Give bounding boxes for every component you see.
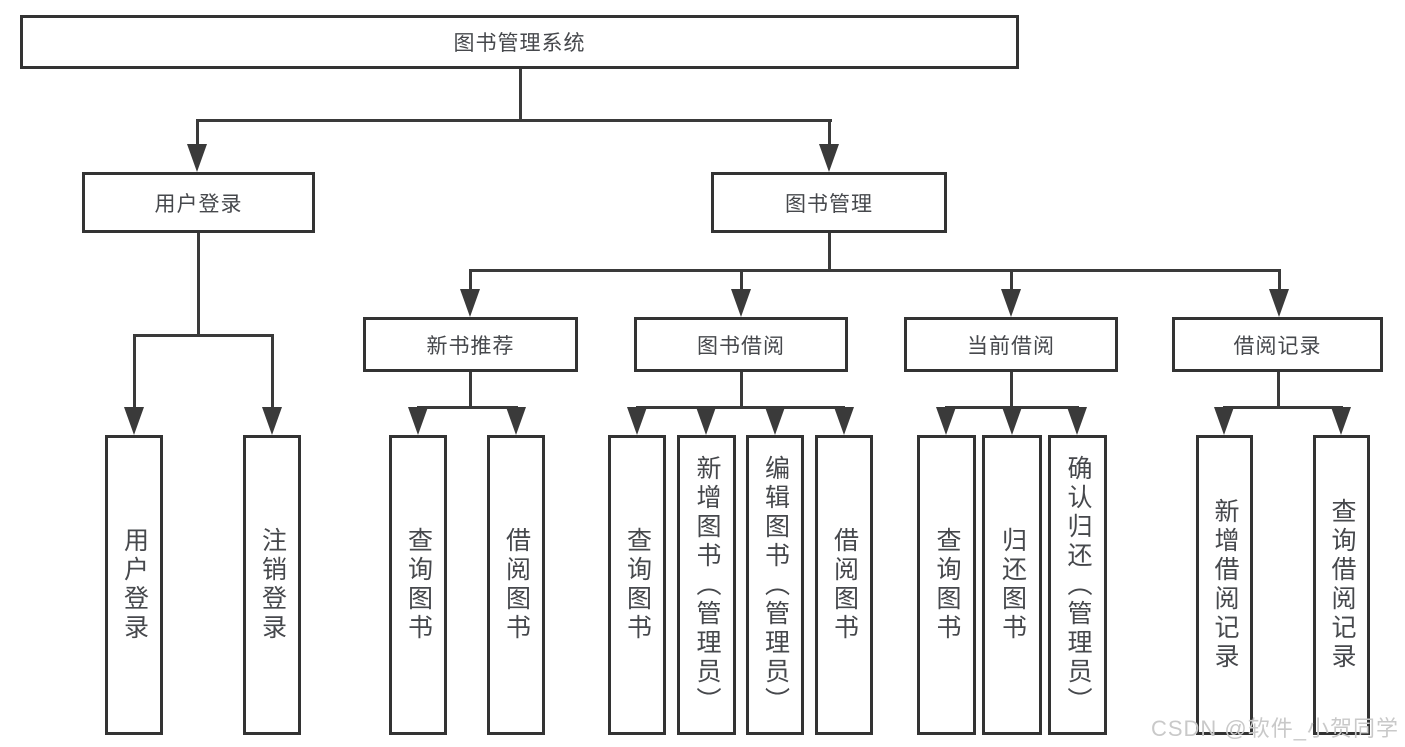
leaf-borrow-edit-book: 编辑图书（管理员） [746,435,804,735]
connector-branch-user-login [196,119,199,147]
connector-branch-new-book-rec [469,269,472,291]
connector-book-borrow-stem [740,372,743,408]
connector-root-bar [196,119,832,122]
connector-book-mgmt-stem [828,233,831,271]
leaf-current-query-book-label: 查询图书 [933,527,961,643]
leaf-borrow-borrow-book-label: 借阅图书 [830,527,859,643]
node-current-borrow: 当前借阅 [904,317,1118,372]
connector-branch-logout-leaf [271,334,274,409]
arrow-down-icon [262,407,282,435]
connector-book-borrow-bar [636,406,845,409]
leaf-borrow-borrow-book: 借阅图书 [815,435,873,735]
arrow-down-icon [1214,407,1234,435]
leaf-logout: 注销登录 [243,435,301,735]
node-new-book-rec-label: 新书推荐 [426,334,515,358]
connector-new-book-rec-stem [469,372,472,408]
connector-root-stem [519,68,522,121]
leaf-borrow-add-book: 新增图书（管理员） [677,435,736,735]
leaf-rec-query-book-label: 查询图书 [404,527,433,643]
node-book-borrow: 图书借阅 [634,317,848,372]
connector-user-login-bar [133,334,274,337]
arrow-down-icon [408,407,428,435]
leaf-borrow-query-book: 查询图书 [608,435,666,735]
node-borrow-record: 借阅记录 [1172,317,1383,372]
leaf-rec-borrow-book: 借阅图书 [487,435,545,735]
node-book-mgmt: 图书管理 [711,172,947,233]
connector-current-borrow-stem [1010,372,1013,408]
arrow-down-icon [506,407,526,435]
arrow-down-icon [696,407,716,435]
leaf-current-confirm-return: 确认归还（管理员） [1048,435,1107,735]
arrow-down-icon [834,407,854,435]
arrow-down-icon [765,407,785,435]
arrow-down-icon [1067,407,1087,435]
leaf-user-login-label: 用户登录 [120,527,149,643]
connector-branch-book-mgmt [828,119,831,147]
connector-branch-borrow-record [1278,269,1281,291]
arrow-down-icon [1002,407,1022,435]
arrow-down-icon [731,289,751,317]
arrow-down-icon [627,407,647,435]
leaf-user-login: 用户登录 [105,435,163,735]
node-new-book-rec: 新书推荐 [363,317,578,372]
node-root-label: 图书管理系统 [453,32,586,55]
arrow-down-icon [819,144,839,172]
node-current-borrow-label: 当前借阅 [967,334,1055,358]
arrow-down-icon [1001,289,1021,317]
connector-branch-book-borrow [740,269,743,291]
arrow-down-icon [936,407,956,435]
node-borrow-record-label: 借阅记录 [1233,334,1322,358]
connector-borrow-record-bar [1223,406,1343,409]
node-user-login-label: 用户登录 [154,192,243,216]
arrow-down-icon [1331,407,1351,435]
leaf-current-return-book-label: 归还图书 [998,527,1027,643]
leaf-borrow-query-book-label: 查询图书 [623,527,652,643]
arrow-down-icon [187,144,207,172]
leaf-record-add: 新增借阅记录 [1196,435,1253,735]
connector-borrow-record-stem [1277,372,1280,408]
leaf-borrow-add-book-label: 新增图书（管理员） [693,454,721,716]
leaf-borrow-edit-book-label: 编辑图书（管理员） [761,454,790,716]
arrow-down-icon [460,289,480,317]
arrow-down-icon [124,407,144,435]
connector-user-login-stem [197,233,200,336]
arrow-down-icon [1269,289,1289,317]
leaf-current-return-book: 归还图书 [982,435,1042,735]
leaf-record-add-label: 新增借阅记录 [1211,498,1239,672]
connector-book-mgmt-bar [469,269,1281,272]
node-book-borrow-label: 图书借阅 [697,334,785,358]
leaf-current-confirm-return-label: 确认归还（管理员） [1064,454,1092,716]
node-book-mgmt-label: 图书管理 [785,192,873,216]
leaf-rec-borrow-book-label: 借阅图书 [502,527,531,643]
leaf-rec-query-book: 查询图书 [389,435,447,735]
connector-branch-login-leaf [133,334,136,409]
leaf-logout-label: 注销登录 [258,527,287,643]
node-root: 图书管理系统 [20,15,1019,69]
connector-branch-current-borrow [1010,269,1013,291]
connector-new-book-rec-bar [417,406,518,409]
csdn-watermark: CSDN @软件_小贺同学 [1150,716,1399,741]
leaf-record-query: 查询借阅记录 [1313,435,1370,735]
node-user-login: 用户登录 [82,172,315,233]
leaf-record-query-label: 查询借阅记录 [1328,498,1356,672]
leaf-current-query-book: 查询图书 [917,435,976,735]
